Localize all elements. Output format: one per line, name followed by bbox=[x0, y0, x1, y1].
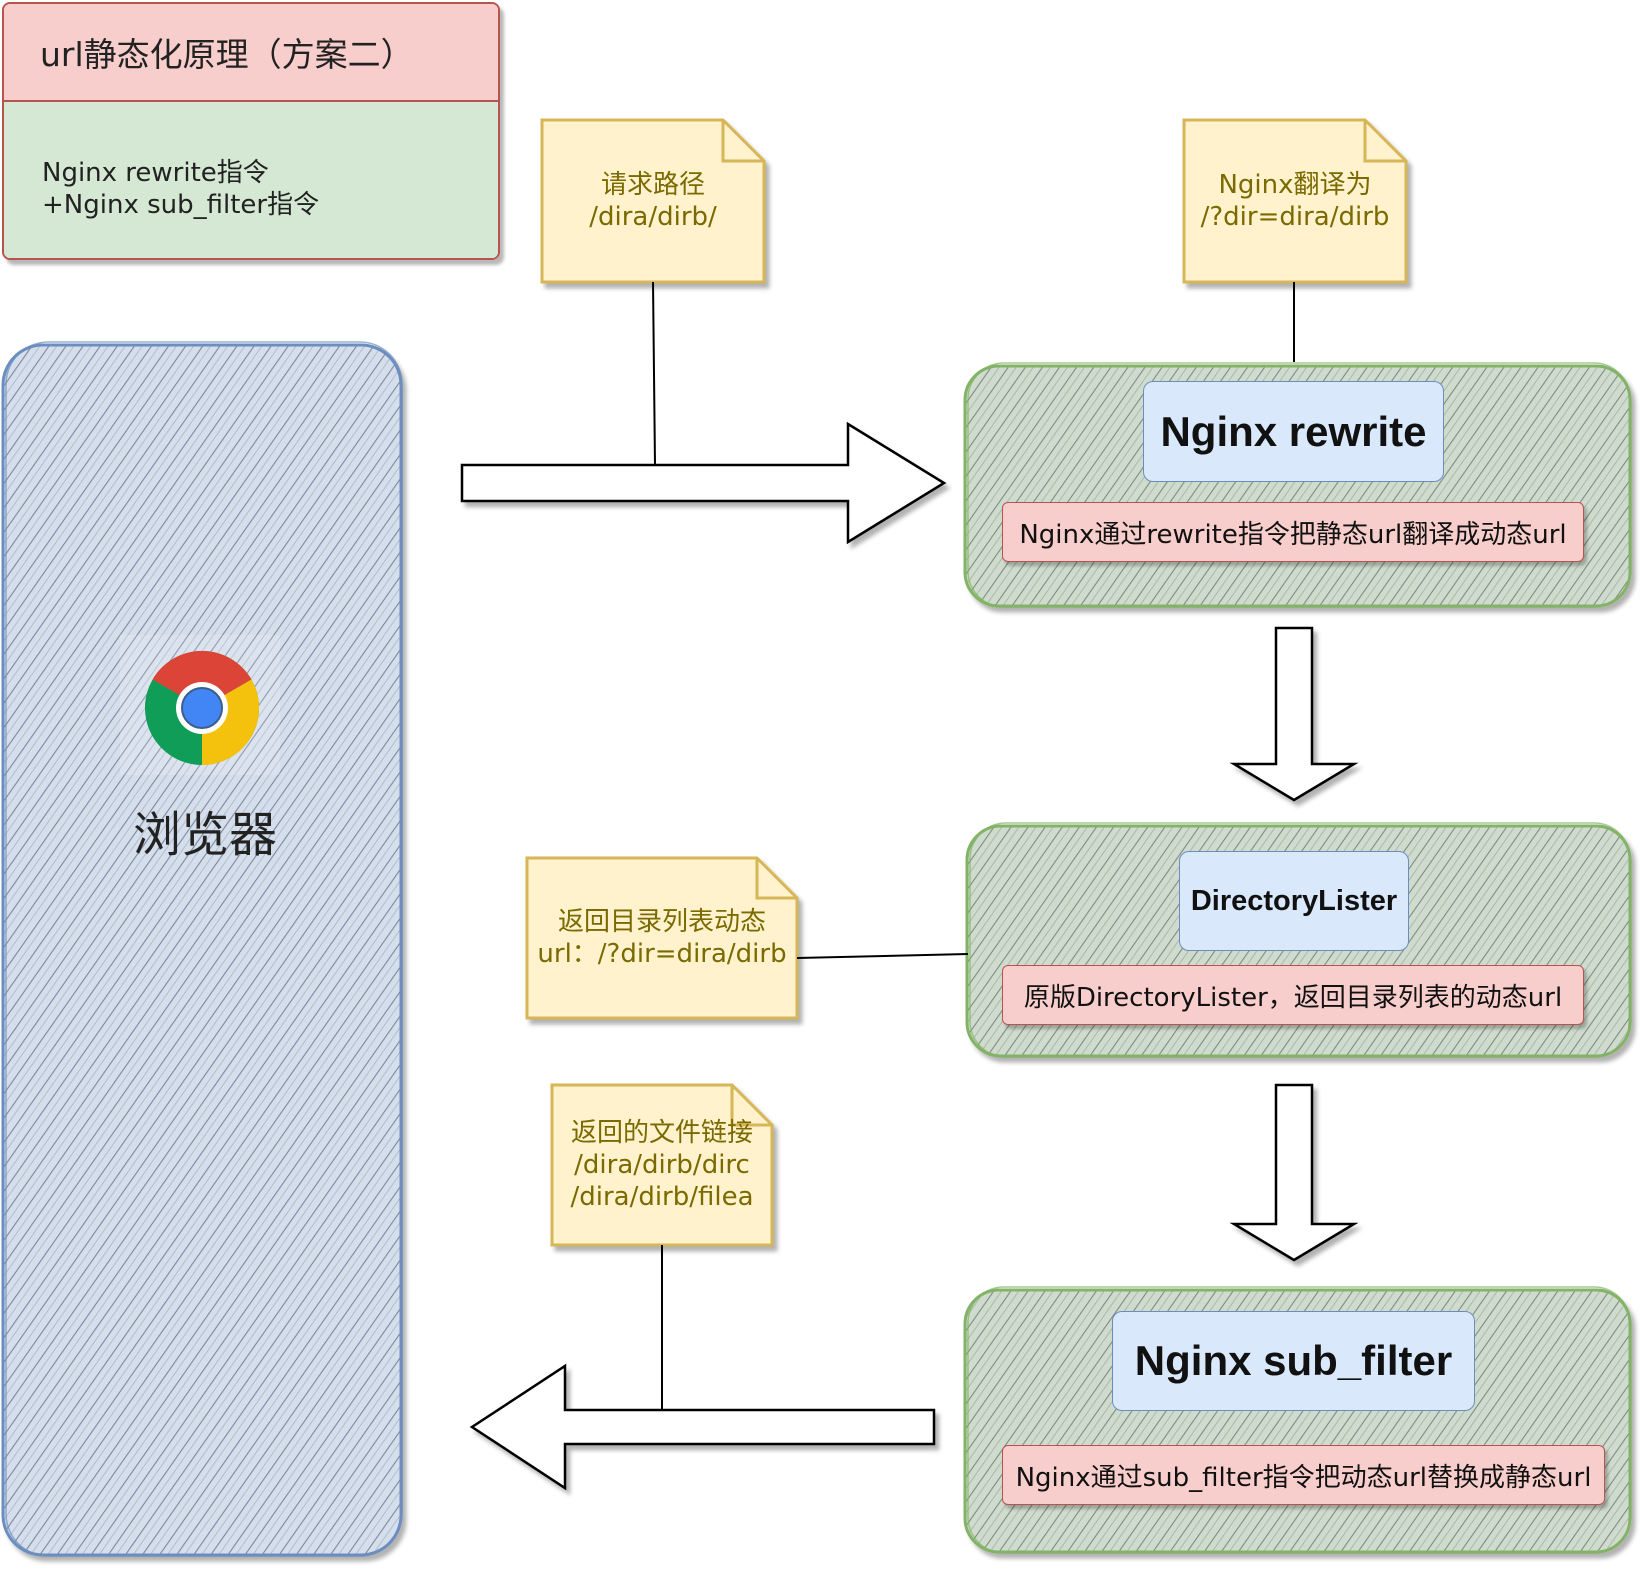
note-files-shape bbox=[550, 1083, 774, 1247]
arrow-down-1 bbox=[1229, 626, 1359, 802]
note-dynamic-return: 返回目录列表动态 url：/?dir=dira/dirb bbox=[527, 858, 797, 1018]
header-title: url静态化原理（方案二） bbox=[4, 4, 498, 102]
note-request-shape bbox=[540, 118, 766, 284]
lister-title: DirectoryLister bbox=[1179, 851, 1409, 951]
header-line-1: Nginx rewrite指令 bbox=[42, 158, 269, 188]
note-translate-shape bbox=[1182, 118, 1408, 284]
note-translate: Nginx翻译为 /?dir=dira/dirb bbox=[1184, 120, 1406, 282]
note-translate-line-1: Nginx翻译为 bbox=[1218, 170, 1372, 200]
note-request-line-1: 请求路径 bbox=[600, 170, 705, 200]
header-body: Nginx rewrite指令 +Nginx sub_filter指令 bbox=[4, 102, 498, 258]
arrow-to-browser bbox=[469, 1363, 936, 1491]
header-box: url静态化原理（方案二） Nginx rewrite指令 +Nginx sub… bbox=[2, 2, 500, 260]
sub-filter-desc: Nginx通过sub_filter指令把动态url替换成静态url bbox=[1002, 1445, 1605, 1505]
arrow-to-rewrite bbox=[460, 421, 947, 545]
note-request: 请求路径 /dira/dirb/ bbox=[542, 120, 764, 282]
note-files-line-2: /dira/dirb/dirc bbox=[574, 1150, 750, 1180]
note-file-links: 返回的文件链接 /dira/dirb/dirc /dira/dirb/filea bbox=[552, 1085, 772, 1245]
sub-filter-title: Nginx sub_filter bbox=[1112, 1311, 1475, 1411]
note-dynamic-line-2: url：/?dir=dira/dirb bbox=[537, 939, 787, 969]
chrome-icon bbox=[145, 650, 260, 765]
note-files-line-1: 返回的文件链接 bbox=[570, 1118, 753, 1148]
note-request-line-2: /dira/dirb/ bbox=[589, 202, 717, 232]
browser-container bbox=[1, 341, 403, 1557]
lister-desc: 原版DirectoryLister，返回目录列表的动态url bbox=[1002, 965, 1584, 1025]
note-dynamic-line-1: 返回目录列表动态 bbox=[557, 907, 766, 937]
note-files-line-3: /dira/dirb/filea bbox=[570, 1182, 754, 1212]
connector-dynamic bbox=[796, 953, 969, 959]
connector-request bbox=[652, 281, 656, 466]
header-line-2: +Nginx sub_filter指令 bbox=[42, 190, 320, 220]
rewrite-desc: Nginx通过rewrite指令把静态url翻译成动态url bbox=[1002, 502, 1584, 562]
browser-label: 浏览器 bbox=[132, 807, 277, 863]
rewrite-title: Nginx rewrite bbox=[1143, 381, 1444, 482]
arrow-down-2 bbox=[1229, 1083, 1359, 1262]
note-translate-line-2: /?dir=dira/dirb bbox=[1200, 202, 1390, 232]
